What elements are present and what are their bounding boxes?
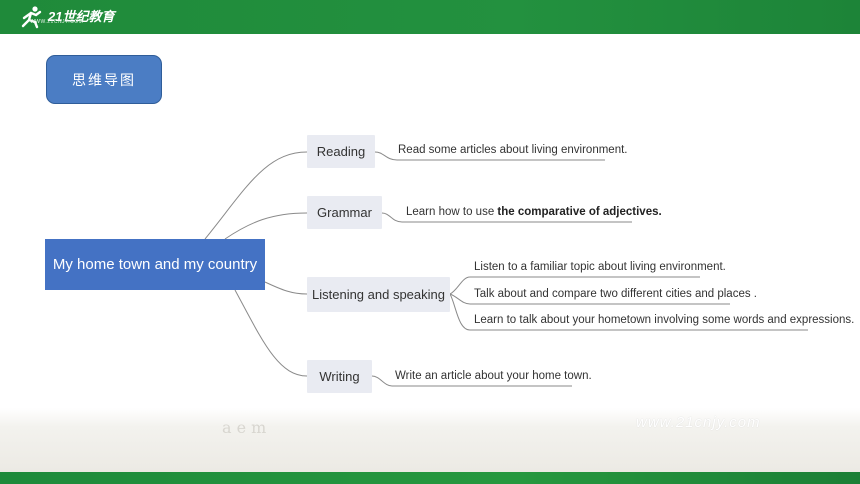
top-header-bar: 21世纪教育 WWW.21CNJY.COM [0, 0, 860, 34]
grammar-detail-text: Learn how to use [406, 206, 498, 218]
logo-subtext: WWW.21CNJY.COM [30, 19, 84, 25]
branch-writing: Writing [307, 360, 372, 393]
branch-grammar: Grammar [307, 196, 382, 229]
branch-listening-speaking: Listening and speaking [307, 277, 450, 312]
watermark-letters: a e m [222, 418, 267, 437]
watermark-background [0, 408, 860, 472]
listening-detail-3: Learn to talk about your hometown involv… [474, 314, 855, 326]
mindmap-section-button[interactable]: 思维导图 [46, 55, 162, 104]
connector-writing [234, 289, 308, 377]
logo-text: 21世纪教育 [48, 9, 115, 24]
connector-listening-detail-3 [449, 293, 808, 331]
listening-detail-1: Listen to a familiar topic about living … [474, 261, 726, 273]
connector-listening-detail-2 [449, 293, 730, 305]
connector-grammar [224, 212, 308, 240]
watermark-site-text: www.21cnjy.com [636, 414, 761, 431]
central-topic: My home town and my country [45, 239, 265, 290]
runner-logo-icon [21, 6, 42, 29]
connector-reading-detail [374, 151, 605, 161]
connector-listening-detail-1 [449, 276, 700, 295]
bottom-footer-bar [0, 472, 860, 484]
site-logo[interactable]: 21世纪教育 [18, 4, 114, 30]
connector-listening [264, 281, 308, 295]
connector-reading [204, 151, 308, 240]
grammar-detail: Learn how to use the comparative of adje… [406, 206, 662, 218]
connector-grammar-detail [381, 212, 632, 223]
connector-writing-detail [371, 375, 572, 387]
grammar-detail-bold: the comparative of adjectives. [497, 206, 662, 218]
writing-detail: Write an article about your home town. [395, 370, 592, 382]
listening-detail-2: Talk about and compare two different cit… [474, 288, 757, 300]
reading-detail: Read some articles about living environm… [398, 144, 628, 156]
branch-reading: Reading [307, 135, 375, 168]
